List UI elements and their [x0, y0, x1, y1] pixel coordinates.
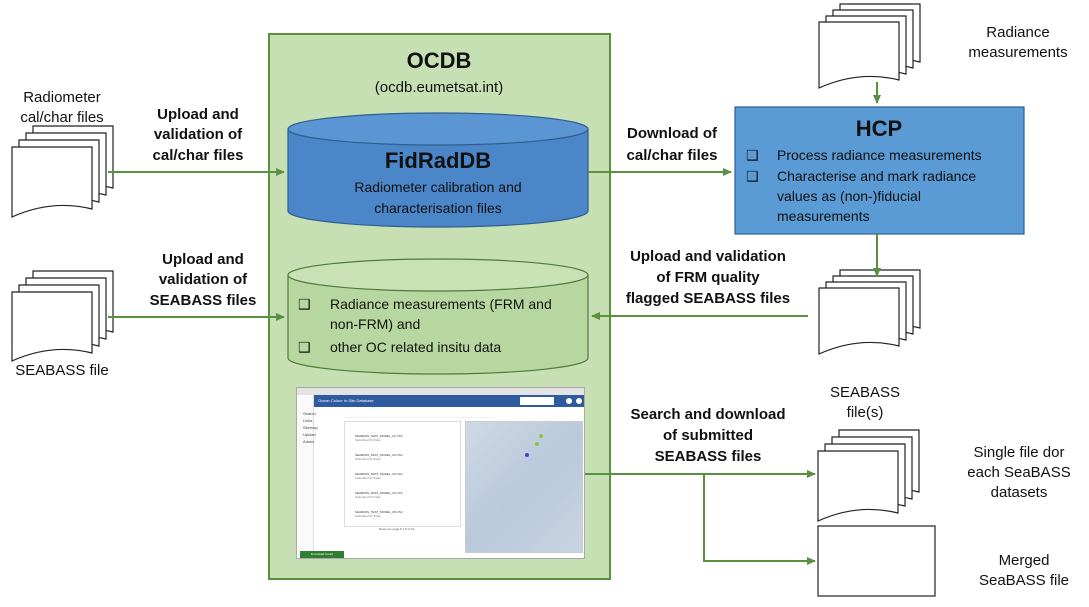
insitu-item2: other OC related insitu data — [330, 339, 501, 355]
row-name: SEABASS_TEST_MODEL_05.CSV — [355, 510, 403, 514]
hcp-title: HCP — [856, 116, 902, 141]
user-icon[interactable] — [566, 398, 572, 404]
label-search-3: SEABASS files — [655, 448, 762, 465]
insitu-item1-line1: Radiance measurements (FRM and — [330, 296, 552, 312]
ocdb-web-ui-screenshot: Ocean Colour In-Situ Database Search Lin… — [296, 387, 585, 559]
map-marker-icon[interactable] — [539, 434, 543, 438]
seabass-file-stack — [11, 270, 114, 362]
label-upload-seabass-3: SEABASS files — [150, 292, 257, 309]
merged-label-line2: SeaBASS file — [979, 572, 1069, 589]
row-name: SEABASS_TEST_MODEL_03.CSV — [355, 472, 403, 476]
table-row[interactable]: SEABASS_TEST_MODEL_01.CSV Submitted 07:2… — [355, 434, 455, 442]
merged-label-line1: Merged — [999, 552, 1050, 569]
row-sub: Submitted 07:24pm — [355, 476, 382, 480]
map-panel[interactable] — [465, 421, 583, 553]
fidraddb-title: FidRadDB — [385, 148, 491, 173]
hcp-item2-line3: measurements — [777, 208, 870, 224]
map-marker-icon[interactable] — [535, 442, 539, 446]
insitu-bullet-2: ❑ — [298, 339, 311, 355]
radiance-measurements-stack — [818, 3, 921, 89]
ocdb-title: OCDB — [407, 48, 472, 73]
hcp-bullet-1: ❑ — [746, 147, 759, 163]
radiance-label-line1: Radiance — [986, 24, 1049, 41]
fidraddb-desc-line1: Radiometer calibration and — [354, 179, 521, 195]
sidebar-item-upload[interactable]: Upload — [303, 432, 316, 437]
ocdb-url: (ocdb.eumetsat.int) — [375, 79, 503, 96]
label-upload-seabass-1: Upload and — [162, 251, 244, 268]
pagination[interactable]: Rows per page 5 1-5 of 10 — [379, 527, 415, 531]
single-file-label-line3: datasets — [991, 484, 1048, 501]
results-table: SEABASS_TEST_MODEL_01.CSV Submitted 07:2… — [344, 421, 461, 527]
app-header: Ocean Colour In-Situ Database — [314, 395, 584, 407]
sidebar-item-links[interactable]: Links — [303, 418, 313, 423]
label-upload-calchar-3: cal/char files — [153, 147, 244, 164]
map-marker-icon[interactable] — [525, 453, 529, 457]
app-header-title: Ocean Colour In-Situ Database — [318, 398, 374, 403]
hcp-item2-line2: values as (non-)fiducial — [777, 188, 921, 204]
hcp-item1: Process radiance measurements — [777, 147, 982, 163]
single-file-label-line2: each SeaBASS — [967, 464, 1070, 481]
row-sub: Submitted 07:24pm — [355, 438, 382, 442]
row-sub: Submitted 07:24pm — [355, 495, 382, 499]
table-row[interactable]: SEABASS_TEST_MODEL_02.CSV Submitted 07:2… — [355, 453, 455, 461]
label-upload-frm-1: Upload and validation — [630, 248, 786, 265]
label-upload-seabass-2: validation of — [159, 271, 248, 288]
table-row[interactable]: SEABASS_TEST_MODEL_04.CSV Submitted 07:2… — [355, 491, 455, 499]
sidebar-nav: Search Links Sitemap Upload Admin — [297, 395, 318, 558]
hcp-item2-line1: Characterise and mark radiance — [777, 168, 976, 184]
label-search-1: Search and download — [630, 406, 785, 423]
row-sub: Submitted 07:24pm — [355, 457, 382, 461]
label-upload-calchar-1: Upload and — [157, 106, 239, 123]
sidebar-item-sitemap[interactable]: Sitemap — [303, 425, 318, 430]
radiance-label-line2: measurements — [968, 44, 1067, 61]
fidraddb-desc-line2: characterisation files — [374, 200, 502, 216]
fidraddb-database: FidRadDB Radiometer calibration and char… — [287, 112, 589, 228]
radiometer-label-line1: Radiometer — [23, 89, 101, 106]
row-name: SEABASS_TEST_MODEL_01.CSV — [355, 434, 403, 438]
table-row[interactable]: SEABASS_TEST_MODEL_03.CSV Submitted 07:2… — [355, 472, 455, 480]
radiometer-label-line2: cal/char files — [20, 109, 103, 126]
label-upload-frm-2: of FRM quality — [656, 269, 760, 286]
label-download-calchar-1: Download of — [627, 125, 718, 142]
insitu-item1-line2: non-FRM) and — [330, 316, 420, 332]
label-search-2: of submitted — [663, 427, 753, 444]
table-row[interactable]: SEABASS_TEST_MODEL_05.CSV Submitted 07:2… — [355, 510, 455, 518]
single-file-label-line1: Single file dor — [974, 444, 1065, 461]
home-icon[interactable] — [576, 398, 582, 404]
label-upload-calchar-2: validation of — [154, 126, 243, 143]
browser-bar — [297, 388, 584, 395]
row-sub: Submitted 07:24pm — [355, 514, 382, 518]
insitu-database: ❑ Radiance measurements (FRM and non-FRM… — [287, 258, 589, 375]
sidebar-item-admin[interactable]: Admin — [303, 439, 315, 444]
row-name: SEABASS_TEST_MODEL_04.CSV — [355, 491, 403, 495]
radiometer-files-stack — [11, 125, 114, 218]
seabass-files-label-line1: SEABASS — [830, 384, 900, 401]
hcp-bullet-2: ❑ — [746, 168, 759, 184]
output-seabass-stack — [817, 429, 920, 522]
merged-seabass-file — [817, 525, 936, 597]
sidebar-item-search[interactable]: Search — [303, 411, 316, 416]
seabass-file-label: SEABASS file — [15, 362, 108, 379]
frm-seabass-stack — [818, 269, 921, 355]
label-download-calchar-2: cal/char files — [627, 147, 718, 164]
filter-bar — [344, 410, 494, 418]
eumetsat-logo — [520, 397, 554, 405]
label-upload-frm-3: flagged SEABASS files — [626, 290, 790, 307]
hcp-box: HCP ❑ Process radiance measurements ❑ Ch… — [734, 106, 1025, 235]
insitu-bullet-1: ❑ — [298, 296, 311, 312]
seabass-files-label-line2: file(s) — [847, 404, 884, 421]
download-count-button[interactable]: Download Count — [300, 551, 344, 558]
arrow-merged-file — [703, 474, 816, 565]
row-name: SEABASS_TEST_MODEL_02.CSV — [355, 453, 403, 457]
